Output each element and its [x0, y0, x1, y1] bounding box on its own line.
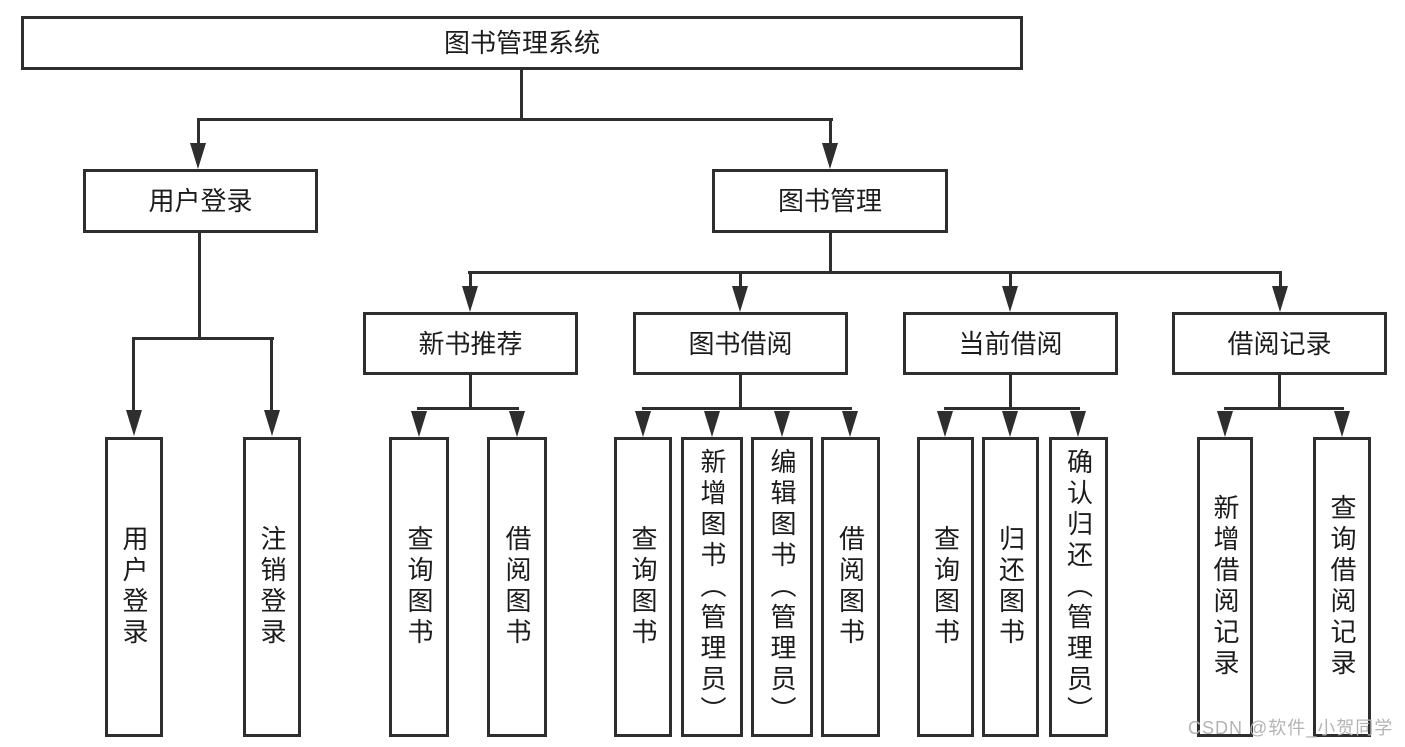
leaf-book-borrow-borrow-label: 借阅图书 — [835, 525, 866, 649]
connector-stub-new-books — [469, 274, 472, 286]
leaf-book-borrow-borrow: 借阅图书 — [821, 437, 880, 737]
arrow-to-login — [126, 410, 142, 436]
node-book-borrow: 图书借阅 — [633, 312, 848, 375]
arrow-book-borrow-leaf-2 — [774, 411, 790, 437]
leaf-book-borrow-edit-label: 编辑图书（管理员） — [767, 447, 797, 727]
leaf-book-borrow-query-label: 查询图书 — [628, 525, 658, 649]
arrow-to-borrow-records — [1272, 286, 1288, 312]
connector-stub-logout — [270, 340, 273, 410]
arrow-to-user-login — [190, 143, 206, 169]
leaf-user-login-logout-label: 注销登录 — [257, 525, 287, 649]
leaf-current-borrow-return: 归还图书 — [982, 437, 1039, 737]
connector-book-borrow-horizontal — [642, 407, 852, 410]
leaf-current-borrow-confirm: 确认归还（管理员） — [1049, 437, 1108, 737]
arrow-book-borrow-leaf-3 — [842, 411, 858, 437]
arrow-new-books-leaf-0 — [411, 411, 427, 437]
connector-book-mgmt-horizontal — [468, 271, 1282, 274]
watermark: CSDN @软件_小贺同学 — [1188, 718, 1394, 738]
leaf-user-login-login: 用户登录 — [105, 437, 163, 737]
leaf-book-borrow-add-label: 新增图书（管理员） — [697, 447, 727, 727]
connector-stub-user-login — [197, 121, 200, 145]
connector-book-borrow-vertical — [739, 375, 742, 407]
connector-new-books-vertical — [469, 375, 472, 407]
node-root-label: 图书管理系统 — [443, 28, 600, 58]
node-borrow-records-label: 借阅记录 — [1227, 328, 1332, 359]
arrow-new-books-leaf-1 — [509, 411, 525, 437]
arrow-borrow-records-leaf-0 — [1217, 411, 1233, 437]
node-root: 图书管理系统 — [21, 16, 1023, 70]
arrow-book-borrow-leaf-1 — [704, 411, 720, 437]
node-user-login-label: 用户登录 — [148, 186, 253, 216]
leaf-new-books-query: 查询图书 — [389, 437, 449, 737]
node-user-login: 用户登录 — [83, 169, 318, 233]
leaf-book-borrow-query: 查询图书 — [614, 437, 672, 737]
leaf-new-books-query-label: 查询图书 — [404, 525, 434, 649]
arrow-current-borrow-leaf-0 — [937, 411, 953, 437]
leaf-book-borrow-edit: 编辑图书（管理员） — [751, 437, 813, 737]
arrow-to-logout — [264, 410, 280, 436]
connector-book-mgmt-vertical — [829, 233, 832, 271]
node-new-books: 新书推荐 — [363, 312, 578, 375]
node-current-borrow: 当前借阅 — [903, 312, 1118, 375]
connector-new-books-horizontal — [417, 407, 519, 410]
arrow-to-current-borrow — [1002, 286, 1018, 312]
leaf-user-login-logout: 注销登录 — [243, 437, 301, 737]
connector-borrow-records-horizontal — [1224, 407, 1344, 410]
node-current-borrow-label: 当前借阅 — [958, 328, 1063, 359]
leaf-new-books-borrow: 借阅图书 — [487, 437, 547, 737]
node-borrow-records: 借阅记录 — [1172, 312, 1387, 375]
leaf-new-books-borrow-label: 借阅图书 — [502, 525, 532, 649]
arrow-to-new-books — [462, 286, 478, 312]
connector-stub-book-mgmt — [829, 121, 832, 145]
leaf-borrow-records-add-label: 新增借阅记录 — [1210, 494, 1240, 680]
connector-root-horizontal — [197, 118, 833, 121]
connector-stub-login — [132, 340, 135, 410]
leaf-borrow-records-query-label: 查询借阅记录 — [1327, 494, 1357, 680]
node-book-mgmt: 图书管理 — [712, 169, 948, 233]
connector-stub-book-borrow — [739, 274, 742, 286]
connector-user-login-horizontal — [132, 337, 274, 340]
connector-current-borrow-vertical — [1009, 375, 1012, 407]
arrow-to-book-borrow — [732, 286, 748, 312]
node-book-borrow-label: 图书借阅 — [688, 328, 793, 359]
leaf-current-borrow-return-label: 归还图书 — [995, 525, 1026, 649]
connector-root-vertical — [520, 70, 523, 118]
arrow-borrow-records-leaf-1 — [1334, 411, 1350, 437]
arrow-to-book-mgmt — [822, 143, 838, 169]
leaf-current-borrow-query: 查询图书 — [917, 437, 974, 737]
connector-user-login-vertical — [198, 233, 201, 337]
connector-stub-current-borrow — [1009, 274, 1012, 286]
arrow-book-borrow-leaf-0 — [635, 411, 651, 437]
leaf-borrow-records-add: 新增借阅记录 — [1197, 437, 1253, 737]
leaf-current-borrow-query-label: 查询图书 — [930, 525, 961, 649]
connector-current-borrow-horizontal — [944, 407, 1080, 410]
connector-stub-borrow-records — [1279, 274, 1282, 286]
arrow-current-borrow-leaf-2 — [1070, 411, 1086, 437]
leaf-current-borrow-confirm-label: 确认归还（管理员） — [1063, 447, 1094, 727]
arrow-current-borrow-leaf-1 — [1002, 411, 1018, 437]
leaf-borrow-records-query: 查询借阅记录 — [1313, 437, 1371, 737]
leaf-user-login-login-label: 用户登录 — [119, 525, 149, 649]
node-book-mgmt-label: 图书管理 — [777, 186, 882, 216]
leaf-book-borrow-add: 新增图书（管理员） — [681, 437, 743, 737]
connector-borrow-records-vertical — [1278, 375, 1281, 407]
node-new-books-label: 新书推荐 — [418, 328, 523, 359]
